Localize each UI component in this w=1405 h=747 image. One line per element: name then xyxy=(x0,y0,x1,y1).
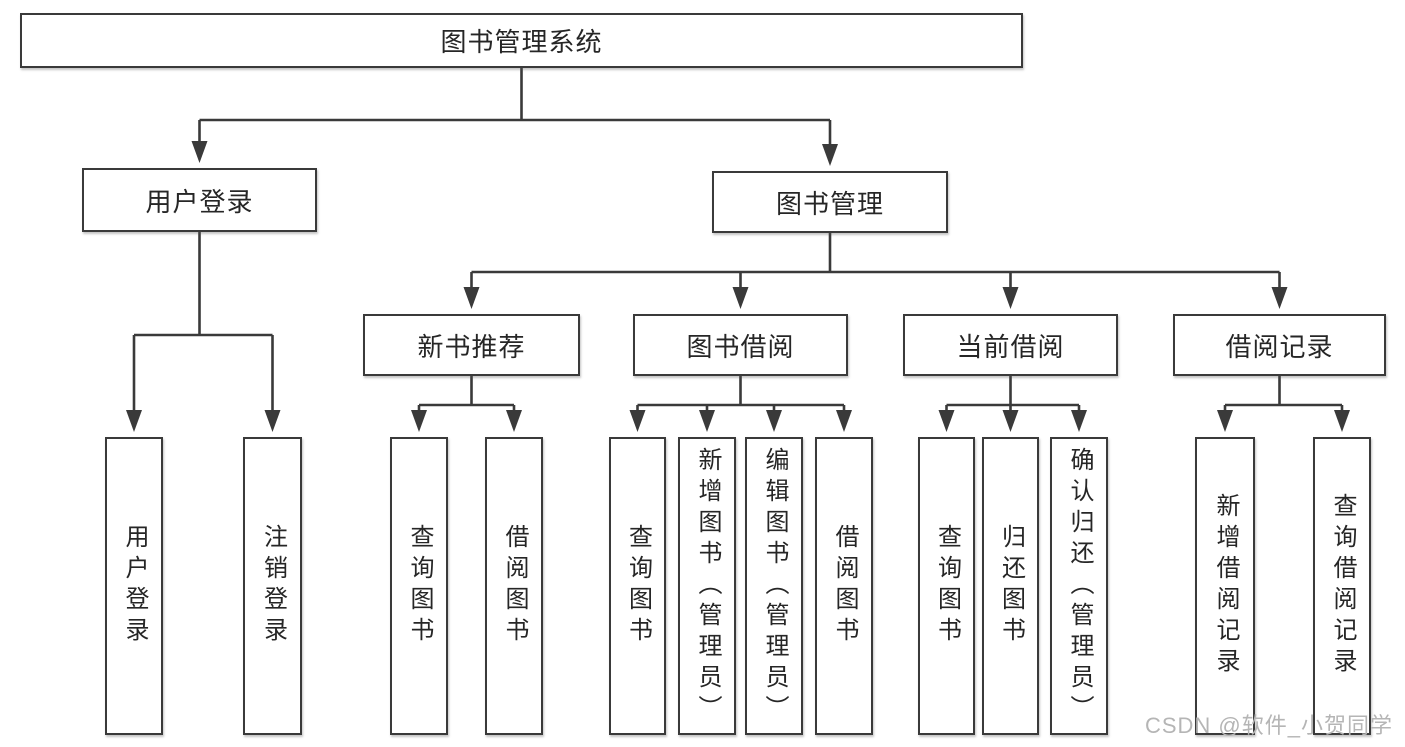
node-login-label: 用户登录 xyxy=(121,524,148,648)
node-borrow-books-recommend-label: 借阅图书 xyxy=(501,524,528,648)
node-add-books-admin: 新增图书（管理员） xyxy=(678,437,736,735)
node-query-borrow-record: 查询借阅记录 xyxy=(1313,437,1371,735)
node-current-borrowing: 当前借阅 xyxy=(903,314,1118,376)
node-return-books-label: 归还图书 xyxy=(997,524,1025,648)
node-query-borrow-record-label: 查询借阅记录 xyxy=(1329,493,1356,679)
node-logout-label: 注销登录 xyxy=(259,524,287,648)
node-book-management: 图书管理 xyxy=(712,171,948,233)
node-user-login: 用户登录 xyxy=(82,168,317,232)
node-root: 图书管理系统 xyxy=(20,13,1023,68)
node-confirm-return-admin-label: 确认归还（管理员） xyxy=(1066,446,1093,726)
node-edit-books-admin: 编辑图书（管理员） xyxy=(745,437,803,735)
node-edit-books-admin-label: 编辑图书（管理员） xyxy=(761,446,788,726)
node-login: 用户登录 xyxy=(105,437,163,735)
node-add-borrow-record: 新增借阅记录 xyxy=(1195,437,1255,735)
node-query-books-recommend: 查询图书 xyxy=(390,437,448,735)
node-add-borrow-record-label: 新增借阅记录 xyxy=(1212,493,1239,679)
node-return-books: 归还图书 xyxy=(982,437,1039,735)
node-logout: 注销登录 xyxy=(243,437,302,735)
watermark: CSDN @软件_小贺同学 xyxy=(1144,713,1393,738)
node-book-borrowing: 图书借阅 xyxy=(633,314,848,376)
node-borrow-books-recommend: 借阅图书 xyxy=(485,437,543,735)
node-confirm-return-admin: 确认归还（管理员） xyxy=(1050,437,1108,735)
node-borrowing-records: 借阅记录 xyxy=(1173,314,1386,376)
node-borrow-books: 借阅图书 xyxy=(815,437,873,735)
node-borrow-books-label: 借阅图书 xyxy=(831,524,858,648)
node-query-books-borrow-label: 查询图书 xyxy=(624,524,652,648)
node-query-books-current: 查询图书 xyxy=(918,437,975,735)
node-query-books-recommend-label: 查询图书 xyxy=(406,524,433,648)
node-query-books-current-label: 查询图书 xyxy=(933,524,961,648)
node-query-books-borrow: 查询图书 xyxy=(609,437,666,735)
node-add-books-admin-label: 新增图书（管理员） xyxy=(694,446,721,726)
node-new-book-recommend: 新书推荐 xyxy=(363,314,580,376)
